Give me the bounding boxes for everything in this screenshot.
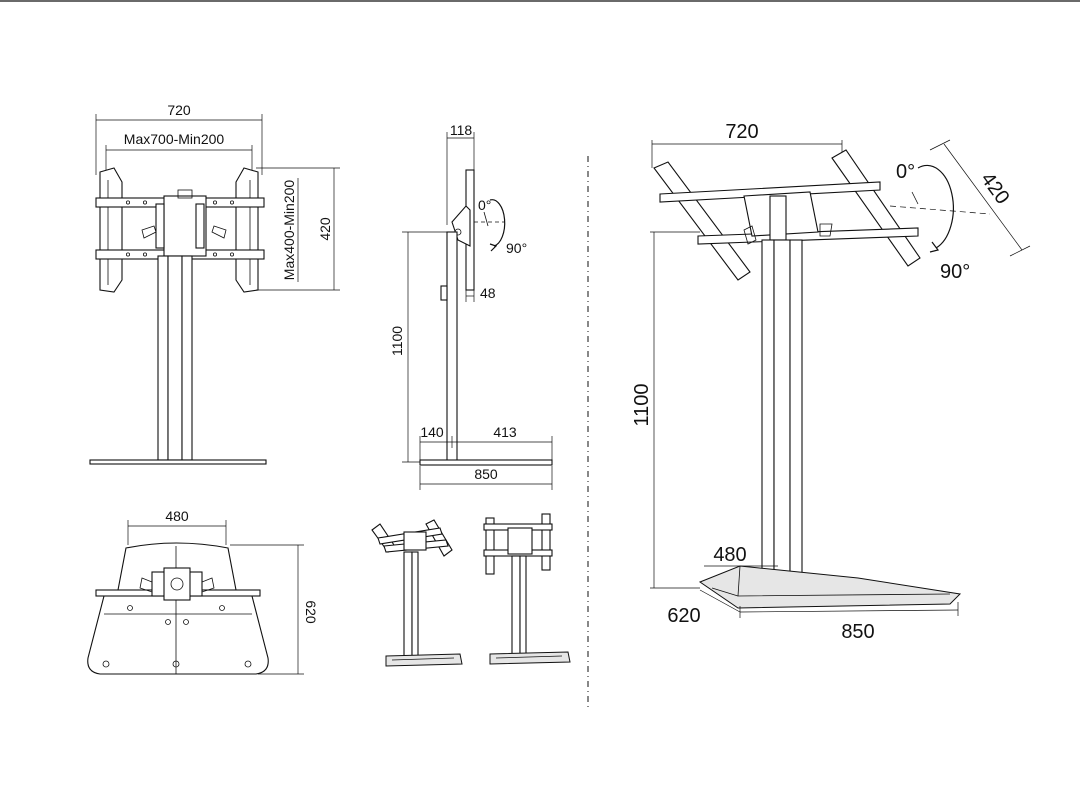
top-depth-label: 620	[303, 600, 319, 624]
side-height-label: 1100	[389, 326, 405, 356]
front-view: 720 Max700-Min200 420 Max	[89, 102, 340, 465]
front-height-label: 420	[317, 217, 333, 241]
top-width-label: 480	[165, 508, 189, 524]
front-adjust-width-label: Max700-Min200	[124, 131, 225, 147]
iso-base-length-label: 850	[841, 621, 874, 643]
side-base-length-label: 850	[474, 466, 498, 482]
iso-column-width-label: 480	[713, 544, 746, 566]
side-rear-base-label: 413	[493, 424, 517, 440]
iso-view: 720 420 0° 90° 110	[631, 121, 1031, 643]
mini-iso-view-a	[371, 519, 463, 667]
side-offset-label: 48	[480, 285, 496, 301]
iso-width-label: 720	[725, 121, 758, 143]
mini-iso-view-b	[483, 513, 571, 665]
iso-depth-label: 420	[976, 169, 1013, 209]
iso-tilt-start-label: 0°	[896, 161, 915, 183]
side-tilt-start-label: 0°	[478, 197, 491, 213]
top-view: 480 620	[87, 508, 319, 675]
side-tilt-end-label: 90°	[506, 240, 527, 256]
front-width-label: 720	[167, 102, 191, 118]
iso-tilt-end-label: 90°	[940, 261, 970, 283]
iso-height-label: 1100	[631, 383, 653, 426]
side-view: 118 0° 90° 48 1100 140 413	[389, 122, 553, 490]
front-adjust-height-label: Max400-Min200	[281, 180, 297, 281]
side-front-base-label: 140	[420, 424, 444, 440]
side-depth-label: 118	[450, 122, 473, 138]
iso-base-depth-label: 620	[667, 605, 700, 627]
